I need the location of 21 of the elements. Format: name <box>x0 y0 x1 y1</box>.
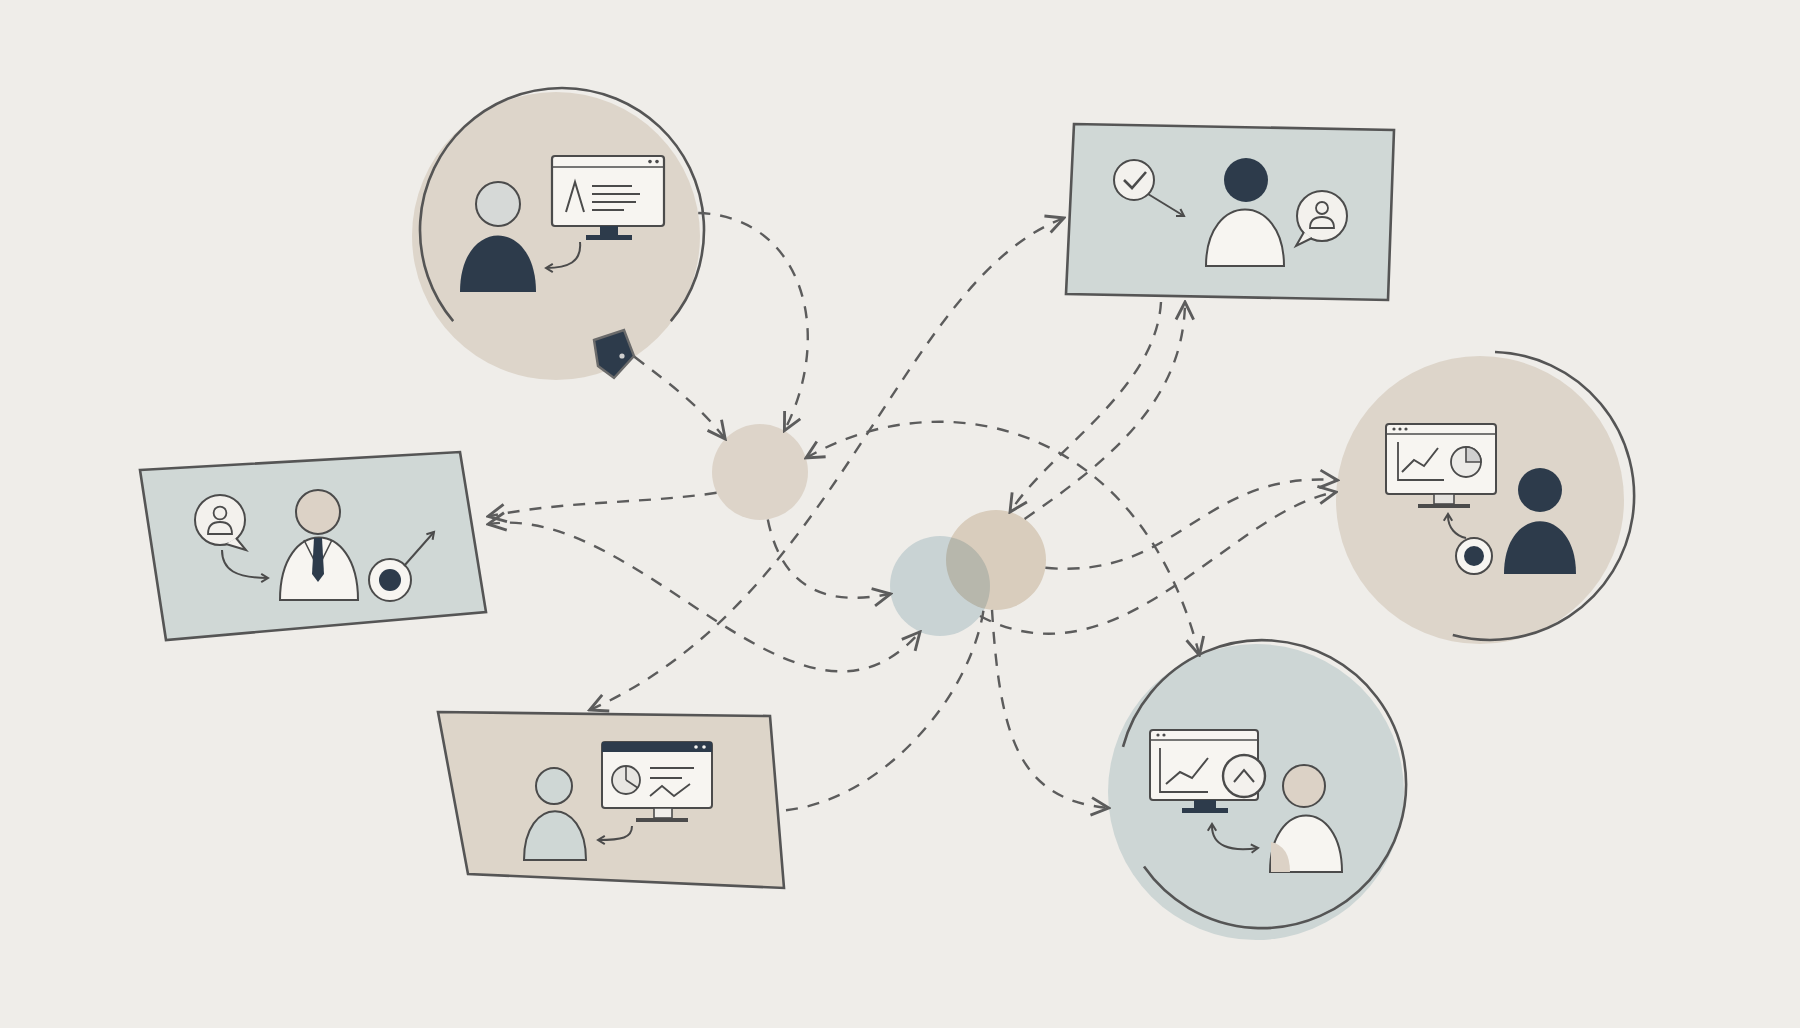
circle-panel <box>412 86 706 380</box>
dashed-arrow <box>804 421 1204 657</box>
hub-circle <box>712 424 808 520</box>
dashed-connector-line <box>785 608 985 812</box>
dashed-arrow <box>1008 301 1163 514</box>
dashed-arrow <box>588 216 1066 712</box>
dashed-arrow <box>633 355 727 441</box>
tilted-panel <box>436 710 786 890</box>
dashed-arrow <box>486 513 922 672</box>
circle-panel <box>1336 350 1636 644</box>
circle-panel <box>1108 638 1408 940</box>
dashed-arrow <box>990 609 1111 816</box>
dashed-arrow <box>1023 300 1194 520</box>
tilted-panel <box>1064 122 1396 302</box>
dashed-arrow <box>979 486 1338 635</box>
tilted-panel <box>138 450 488 642</box>
dashed-arrow <box>486 491 717 524</box>
dashed-arrow <box>1045 469 1339 570</box>
dashed-arrow <box>698 211 809 433</box>
hub-circle <box>946 510 1046 610</box>
dashed-arrow <box>766 519 893 607</box>
